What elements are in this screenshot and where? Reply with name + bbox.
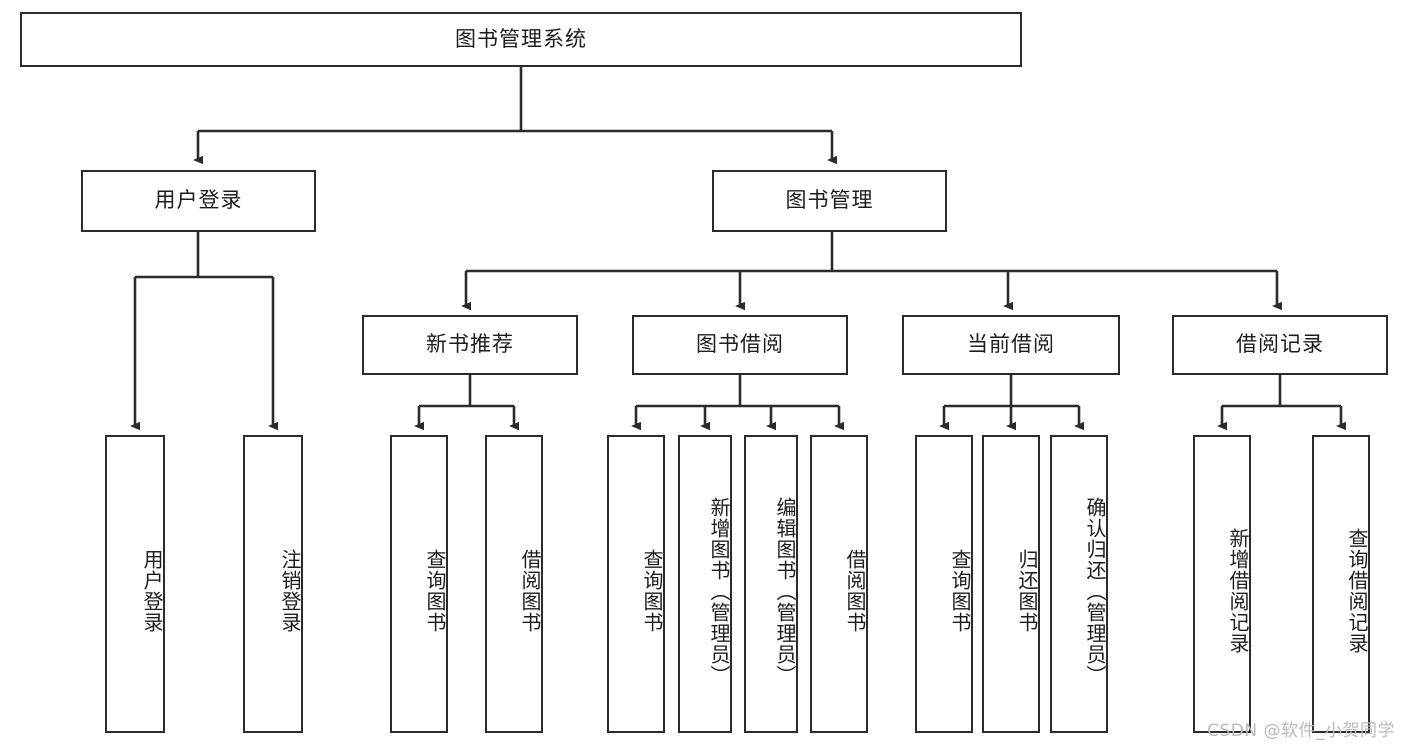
node-leaf-add-record[interactable]: 新增借阅记录	[1193, 435, 1251, 733]
node-leaf-borrow-book-1-label: 借阅图书	[518, 549, 542, 633]
node-book-borrow[interactable]: 图书借阅	[632, 315, 848, 375]
node-leaf-query-record-label: 查询借阅记录	[1345, 528, 1369, 654]
new-book-rec-branches	[414, 375, 519, 431]
node-borrow-record[interactable]: 借阅记录	[1172, 315, 1388, 375]
node-leaf-borrow-book-2[interactable]: 借阅图书	[810, 435, 868, 733]
node-borrow-record-label: 借阅记录	[1236, 332, 1324, 357]
node-leaf-user-logout[interactable]: 注销登录	[243, 435, 303, 733]
node-book-manage-label: 图书管理	[785, 188, 874, 213]
node-leaf-query-record[interactable]: 查询借阅记录	[1312, 435, 1370, 733]
node-leaf-add-book-label: 新增图书（管理员）	[707, 496, 731, 686]
node-leaf-return-book[interactable]: 归还图书	[982, 435, 1040, 733]
node-book-manage[interactable]: 图书管理	[712, 170, 947, 232]
node-leaf-query-book-2-label: 查询图书	[640, 549, 664, 633]
current-borrow-branches	[939, 375, 1084, 431]
user-login-branches	[130, 232, 278, 431]
node-leaf-return-book-label: 归还图书	[1015, 549, 1039, 633]
node-root-label: 图书管理系统	[455, 26, 587, 51]
book-borrow-branches	[631, 375, 844, 431]
watermark: CSDN @软件_小贺同学	[1207, 721, 1395, 741]
node-root[interactable]: 图书管理系统	[20, 12, 1022, 67]
node-leaf-query-book-3-label: 查询图书	[948, 549, 972, 633]
node-leaf-query-book-2[interactable]: 查询图书	[607, 435, 665, 733]
book-manage-branches	[461, 232, 1282, 311]
node-leaf-edit-book-label: 编辑图书（管理员）	[773, 496, 797, 686]
borrow-record-branches	[1217, 375, 1346, 431]
node-leaf-query-book-1[interactable]: 查询图书	[390, 435, 448, 733]
node-current-borrow-label: 当前借阅	[967, 332, 1055, 357]
node-current-borrow[interactable]: 当前借阅	[902, 315, 1120, 375]
node-leaf-borrow-book-2-label: 借阅图书	[843, 549, 867, 633]
root-branches	[193, 67, 837, 165]
node-leaf-edit-book[interactable]: 编辑图书（管理员）	[744, 435, 798, 733]
node-leaf-add-book[interactable]: 新增图书（管理员）	[678, 435, 732, 733]
node-leaf-query-book-1-label: 查询图书	[423, 549, 447, 633]
node-leaf-user-login-label: 用户登录	[140, 549, 164, 633]
node-leaf-confirm-return[interactable]: 确认归还（管理员）	[1050, 435, 1108, 733]
node-leaf-borrow-book-1[interactable]: 借阅图书	[485, 435, 543, 733]
node-user-login-label: 用户登录	[154, 188, 243, 213]
node-leaf-add-record-label: 新增借阅记录	[1226, 528, 1250, 654]
node-book-borrow-label: 图书借阅	[696, 332, 784, 357]
node-leaf-query-book-3[interactable]: 查询图书	[915, 435, 973, 733]
node-new-book-rec[interactable]: 新书推荐	[362, 315, 578, 375]
node-leaf-user-login[interactable]: 用户登录	[105, 435, 165, 733]
node-leaf-confirm-return-label: 确认归还（管理员）	[1083, 496, 1107, 686]
node-leaf-user-logout-label: 注销登录	[278, 549, 302, 633]
node-user-login[interactable]: 用户登录	[81, 170, 316, 232]
node-new-book-rec-label: 新书推荐	[426, 332, 514, 357]
